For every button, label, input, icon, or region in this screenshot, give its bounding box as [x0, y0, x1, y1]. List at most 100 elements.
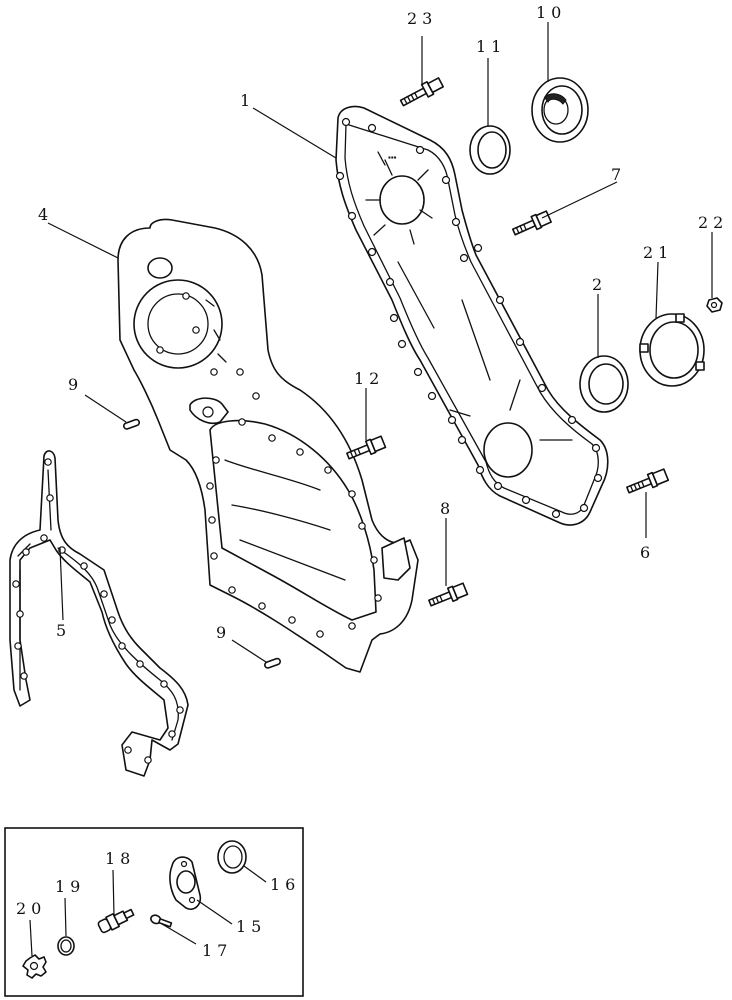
bolt-hole: [341, 117, 351, 127]
leader-lines: [47, 22, 713, 663]
callout-16: 16: [270, 875, 300, 894]
bolt-hole: [236, 368, 244, 376]
callout-18: 18: [105, 849, 135, 868]
callout-labels: 1 23 11 10 7 22 21 2 4 9 12 6 8 5 9 18 1…: [16, 3, 728, 960]
callout-20: 20: [16, 899, 46, 918]
o-ring-19: [57, 936, 75, 956]
bolt-hole: [567, 415, 577, 425]
bolt-hole: [579, 503, 589, 513]
bolt-hole: [168, 730, 176, 738]
bolt-hole: [537, 383, 547, 393]
bolt-hole: [551, 509, 561, 519]
bolt-hole: [447, 415, 457, 425]
bolt-hole: [136, 660, 144, 668]
bolt-23: [399, 77, 444, 107]
bolt-hole: [80, 562, 88, 570]
bolt-hole: [324, 466, 332, 474]
bolt-hole: [593, 473, 603, 483]
oil-seal-10: [531, 77, 589, 143]
callout-12: 12: [354, 369, 384, 388]
bolt-hole: [451, 217, 461, 227]
bolt-hole: [348, 490, 356, 498]
bolt-hole: [415, 145, 425, 155]
bolt-hole: [100, 590, 108, 598]
seal-2: [579, 355, 629, 413]
bolt-hole: [397, 339, 407, 349]
sensor-18: [97, 908, 135, 934]
bolt-hole: [473, 243, 483, 253]
callout-21: 21: [643, 243, 673, 262]
dowel-pin-9-upper: [123, 418, 141, 430]
bolt-hole: [296, 448, 304, 456]
bolt-7: [511, 210, 552, 236]
bolt-hole: [14, 642, 22, 650]
bolt-hole: [182, 292, 190, 300]
front-gear-housing: [117, 218, 419, 673]
o-ring-16: [217, 840, 247, 874]
callout-7: 7: [611, 165, 626, 184]
bolt-hole: [459, 253, 469, 263]
callout-15: 15: [236, 917, 266, 936]
callout-22: 22: [698, 213, 728, 232]
gasket-stamp-mark: ▪▪▪: [388, 153, 397, 162]
callout-23: 23: [407, 9, 437, 28]
callout-17: 17: [202, 941, 232, 960]
callout-9-upper: 9: [68, 375, 83, 394]
bolt-hole: [210, 552, 218, 560]
bolt-hole: [316, 630, 324, 638]
bolt-hole: [40, 534, 48, 542]
bolt-hole: [347, 211, 357, 221]
sensor-housing-15: [169, 856, 202, 910]
bolt-hole: [385, 277, 395, 287]
screw-17: [150, 914, 173, 928]
callout-10: 10: [536, 3, 566, 22]
callout-6: 6: [640, 543, 655, 562]
nut-22: [706, 297, 723, 313]
callout-5: 5: [56, 621, 71, 640]
bolt-hole: [252, 392, 260, 400]
bolt-hole: [591, 443, 601, 453]
callout-4: 4: [38, 205, 53, 224]
callout-11: 11: [476, 37, 506, 56]
bolt-hole: [208, 516, 216, 524]
seal-retainer-21: [639, 313, 705, 387]
dowel-pin-9-lower: [264, 657, 282, 669]
bolt-hole: [160, 680, 168, 688]
bolt-hole: [156, 346, 164, 354]
bolt-hole: [335, 171, 345, 181]
bolt-hole: [210, 368, 218, 376]
bolt-hole: [144, 756, 152, 764]
bolt-hole: [176, 706, 184, 714]
bolt-hole: [118, 642, 126, 650]
bolt-hole: [268, 434, 276, 442]
bolt-hole: [212, 456, 220, 464]
housing-gasket: [9, 450, 189, 777]
bolt-hole: [288, 616, 296, 624]
bolt-hole: [493, 481, 503, 491]
bolt-hole: [457, 435, 467, 445]
bolt-hole: [370, 556, 378, 564]
bolt-hole: [16, 610, 24, 618]
bolt-8: [428, 582, 469, 607]
bolt-hole: [521, 495, 531, 505]
bolt-hole: [124, 746, 132, 754]
gear-cover-gasket: ▪▪▪: [335, 105, 609, 526]
bolt-hole: [192, 326, 200, 334]
callout-2: 2: [592, 275, 607, 294]
bolt-hole: [389, 313, 399, 323]
bolt-hole: [348, 622, 356, 630]
bolt-hole: [441, 175, 451, 185]
bolt-hole: [515, 337, 525, 347]
bolt-6: [626, 468, 670, 494]
bolt-hole: [413, 367, 423, 377]
bolt-hole: [427, 391, 437, 401]
bolt-hole: [44, 458, 52, 466]
bolt-hole: [206, 482, 214, 490]
bolt-hole: [12, 580, 20, 588]
bolt-hole: [22, 548, 30, 556]
callout-8: 8: [440, 499, 455, 518]
inset-box: [4, 827, 304, 997]
callout-19: 19: [55, 877, 85, 896]
bolt-hole: [374, 594, 382, 602]
